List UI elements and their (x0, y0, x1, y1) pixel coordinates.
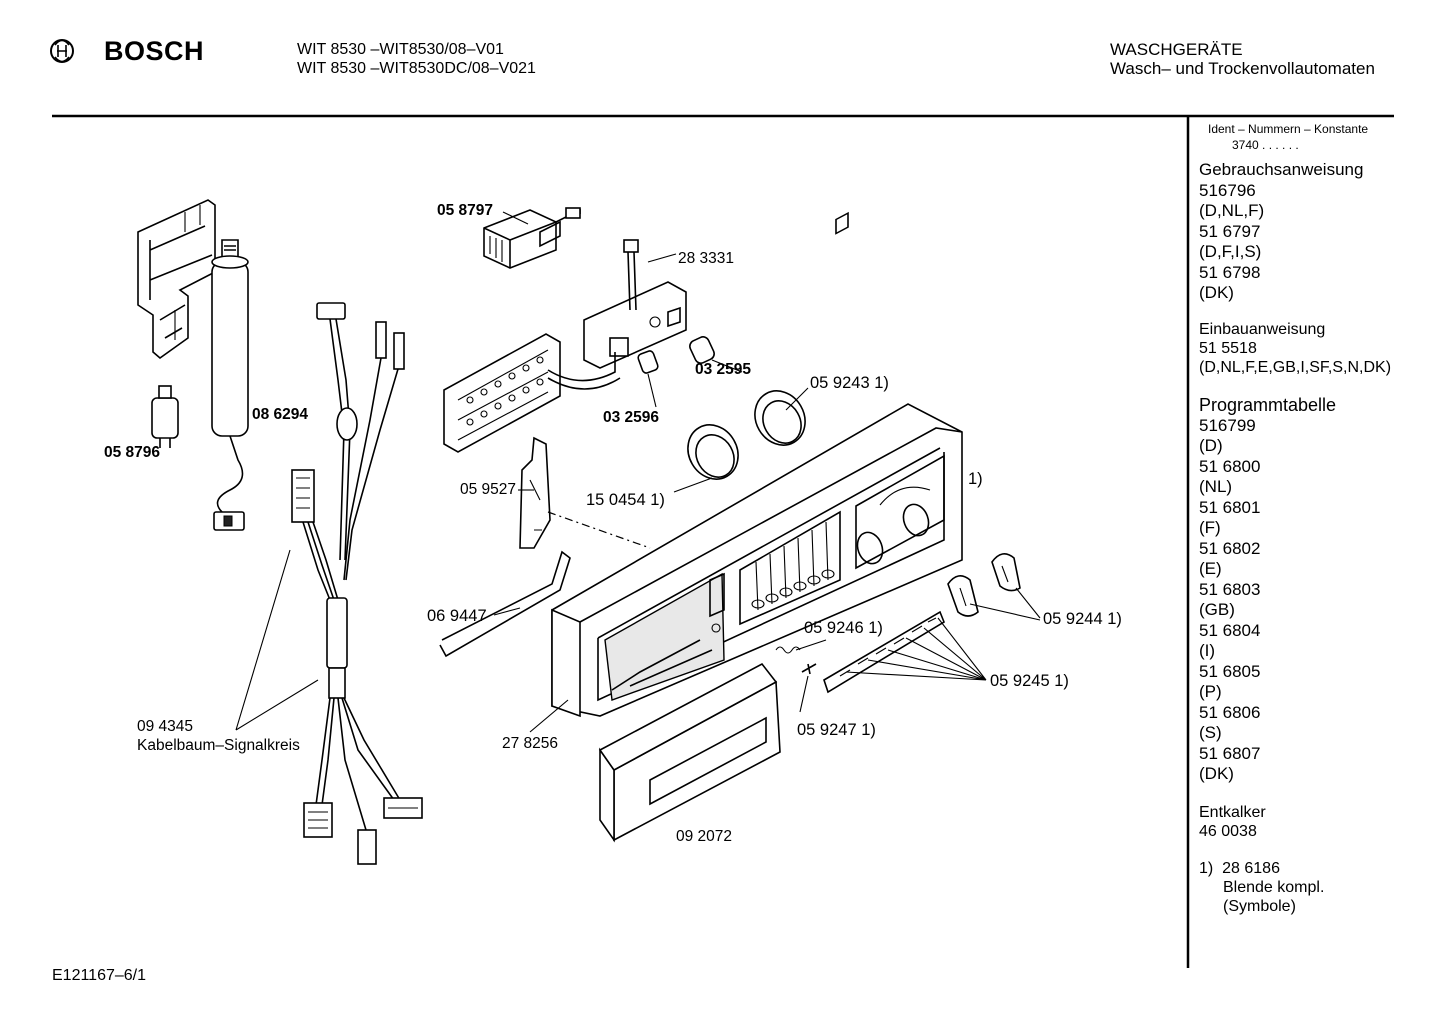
led-board (443, 333, 621, 453)
lever-059527 (519, 436, 651, 549)
ident-title: Ident – Nummern – Konstante (1208, 122, 1369, 136)
section-line: (E) (1199, 559, 1222, 578)
cable-harness (291, 302, 423, 865)
footnote-line-3: (Symbole) (1223, 898, 1296, 915)
section-line: (GB) (1199, 600, 1235, 619)
section-line: (D,F,I,S) (1199, 242, 1262, 261)
part-label-283331: 28 3331 (678, 250, 735, 267)
section-title: Gebrauchsanweisung (1199, 160, 1364, 179)
part-label-058797: 05 8797 (437, 202, 494, 219)
program-switch (483, 207, 581, 269)
part-label-059245: 05 9245 1) (990, 672, 1069, 690)
rod-069447 (439, 550, 571, 658)
section-einbauanweisung: Einbauanweisung 51 5518 (D,NL,F,E,GB,I,S… (1199, 320, 1391, 377)
part-label-059244: 05 9244 1) (1043, 610, 1122, 628)
section-line: (D,NL,F) (1199, 201, 1265, 220)
part-label-032596: 03 2596 (603, 409, 660, 426)
drawing-id: E121167–6/1 (52, 967, 147, 984)
part-label-059247: 05 9247 1) (797, 721, 876, 739)
spring-059246 (775, 646, 801, 654)
section-line: 51 6797 (1199, 221, 1261, 241)
section-programmtabelle: Programmtabelle 516799 (D) 51 6800 (NL) … (1199, 395, 1336, 785)
footnote-line-2: Blende kompl. (1223, 879, 1325, 896)
capacitor-small (151, 385, 179, 448)
section-line: 516796 (1199, 180, 1256, 200)
part-label-069447: 06 9447 (427, 607, 487, 625)
section-line: 516799 (1199, 415, 1256, 435)
section-line: 51 6801 (1199, 497, 1261, 517)
leader-lines (235, 211, 1041, 733)
section-line: 51 6805 (1199, 661, 1261, 681)
part-label-092072: 09 2072 (676, 828, 733, 845)
footnote: 1) 28 6186 Blende kompl. (Symbole) (1199, 859, 1324, 916)
cover-092072 (598, 662, 781, 843)
section-line: (NL) (1199, 477, 1233, 496)
section-line: (D,NL,F,E,GB,I,SF,S,N,DK) (1199, 359, 1392, 376)
section-line: (DK) (1199, 283, 1234, 302)
part-label-150454: 15 0454 1) (586, 491, 665, 509)
indicator-lamp-032595 (689, 336, 715, 364)
part-label-059243: 05 9243 1) (810, 374, 889, 392)
category-subtitle: Wasch– und Trockenvollautomaten (1110, 59, 1375, 78)
mounting-bracket (137, 199, 216, 360)
model-line-2: WIT 8530 –WIT8530DC/08–V021 (297, 60, 536, 77)
capacitor-large (211, 239, 249, 531)
model-line-1: WIT 8530 –WIT8530/08–V01 (297, 41, 504, 58)
selector-knob-059244 (947, 553, 1021, 617)
brand-name: BOSCH (104, 36, 205, 66)
footnote-marker: 1) (1199, 860, 1214, 877)
section-line: (D) (1199, 436, 1223, 455)
section-line: 51 6803 (1199, 579, 1261, 599)
section-line: 46 0038 (1199, 823, 1257, 840)
part-label-032595: 03 2595 (695, 361, 752, 378)
knob-ring-059243 (754, 390, 806, 446)
section-title: Einbauanweisung (1199, 321, 1326, 338)
section-line: (F) (1199, 518, 1221, 537)
section-title: Entkalker (1199, 804, 1266, 821)
section-line: (S) (1199, 723, 1222, 742)
indicator-lamp-032596 (637, 350, 659, 374)
section-line: 51 5518 (1199, 340, 1257, 357)
section-line: 51 6806 (1199, 702, 1261, 722)
knob-ring-150454 (687, 424, 739, 480)
part-label-059527: 05 9527 (460, 481, 517, 498)
section-entkalker: Entkalker 46 0038 (1199, 803, 1266, 841)
pin-059247 (801, 663, 817, 675)
category-title: WASCHGERÄTE (1110, 40, 1243, 59)
part-label-panel: 1) (968, 470, 983, 488)
part-label-kabelbaum: Kabelbaum–Signalkreis (137, 737, 300, 754)
bosch-logo-icon (50, 39, 74, 63)
section-line: 51 6804 (1199, 620, 1261, 640)
section-line: 51 6798 (1199, 262, 1261, 282)
part-label-058796: 05 8796 (104, 444, 161, 461)
section-line: 51 6802 (1199, 538, 1261, 558)
section-gebrauchsanweisung: Gebrauchsanweisung 516796 (D,NL,F) 51 67… (1199, 160, 1363, 304)
ident-value: 3740 . . . . . . (1232, 138, 1299, 152)
part-label-094345: 09 4345 (137, 718, 194, 735)
control-panel (551, 403, 963, 718)
section-line: (P) (1199, 682, 1222, 701)
section-line: 51 6807 (1199, 743, 1261, 763)
section-line: (I) (1199, 641, 1216, 660)
circuit-board (583, 239, 687, 369)
part-label-059246: 05 9246 1) (804, 619, 883, 637)
section-line: 51 6800 (1199, 456, 1261, 476)
part-label-086294: 08 6294 (252, 406, 309, 423)
section-title: Programmtabelle (1199, 395, 1337, 415)
part-label-278256: 27 8256 (502, 735, 559, 752)
section-line: (DK) (1199, 764, 1234, 783)
footnote-number: 28 6186 (1222, 860, 1280, 877)
